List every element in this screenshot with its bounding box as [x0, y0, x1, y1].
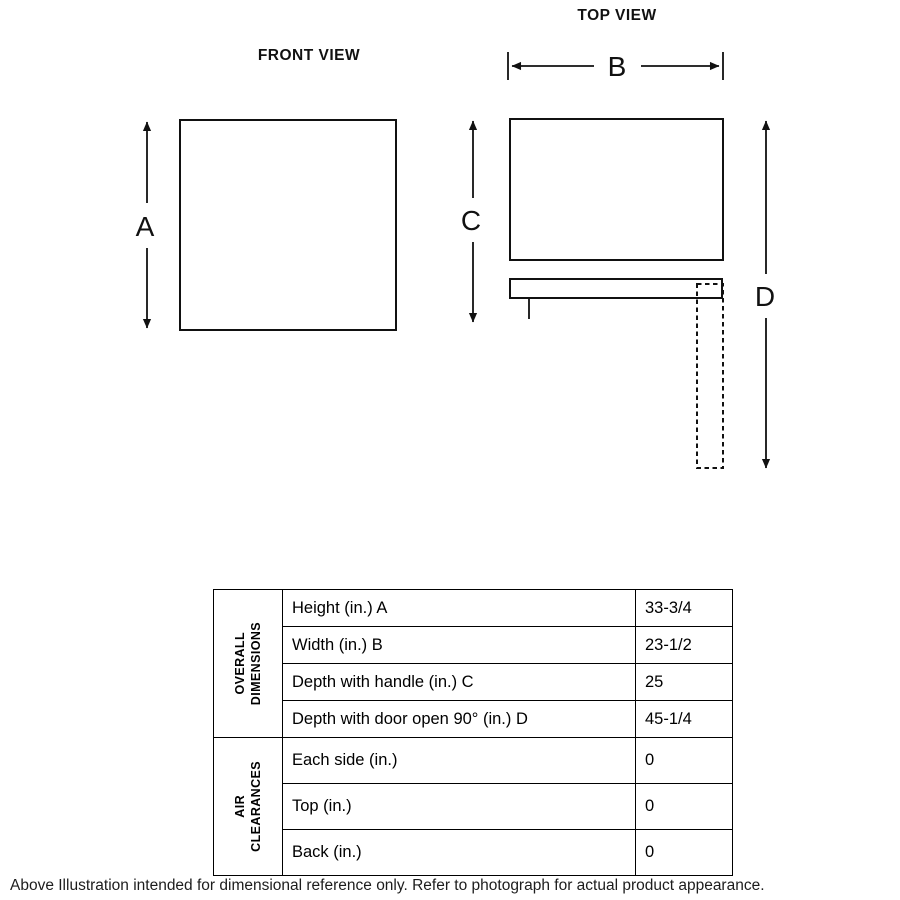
table-row: Depth with door open 90° (in.) D 45-1/4: [214, 700, 733, 738]
dim-label-c: C: [461, 205, 481, 236]
group-label-line: AIR: [233, 795, 248, 818]
top-view-cabinet-box: [509, 118, 724, 261]
top-view-door-box: [509, 278, 723, 299]
dim-label-a: A: [136, 211, 155, 242]
dim-label-b: B: [608, 51, 627, 82]
dimensions-table: OVERALL DIMENSIONS Height (in.) A 33-3/4…: [213, 589, 733, 876]
dim-arrow-a: A: [136, 121, 155, 329]
group-overall-dimensions: OVERALL DIMENSIONS: [213, 589, 283, 738]
group-label-line: CLEARANCES: [248, 761, 263, 852]
footnote: Above Illustration intended for dimensio…: [10, 877, 765, 894]
group-air-clearances: AIR CLEARANCES: [213, 737, 283, 876]
row-value: 45-1/4: [635, 700, 733, 738]
dim-arrow-c: C: [461, 120, 481, 323]
row-label: Width (in.) B: [282, 626, 636, 664]
table-row: OVERALL DIMENSIONS Height (in.) A 33-3/4: [213, 589, 733, 738]
door-open-dashed-outline: [696, 283, 724, 469]
table-row: Back (in.) 0: [214, 829, 733, 876]
row-label: Each side (in.): [282, 737, 636, 784]
row-label: Back (in.): [282, 829, 636, 876]
dim-arrow-b: B: [507, 51, 724, 82]
dimension-diagram: FRONT VIEW A TOP VIEW B C D: [136, 7, 775, 469]
table-row: Depth with handle (in.) C 25: [214, 663, 733, 701]
dim-label-d: D: [755, 281, 775, 312]
row-label: Height (in.) A: [282, 589, 636, 627]
row-value: 0: [635, 783, 733, 830]
table-row: AIR CLEARANCES Each side (in.) 0: [213, 737, 733, 876]
row-value: 0: [635, 829, 733, 876]
row-value: 25: [635, 663, 733, 701]
row-value: 33-3/4: [635, 589, 733, 627]
group-label-line: DIMENSIONS: [248, 621, 263, 706]
table-row: Width (in.) B 23-1/2: [214, 626, 733, 664]
row-label: Top (in.): [282, 783, 636, 830]
group-label-line: OVERALL: [233, 632, 248, 695]
front-view-box: [179, 119, 397, 331]
row-label: Depth with door open 90° (in.) D: [282, 700, 636, 738]
dim-arrow-d: D: [755, 120, 775, 469]
row-value: 23-1/2: [635, 626, 733, 664]
top-view-title: TOP VIEW: [577, 7, 656, 24]
row-label: Depth with handle (in.) C: [282, 663, 636, 701]
table-row: Top (in.) 0: [214, 783, 733, 830]
row-value: 0: [635, 737, 733, 784]
front-view-title: FRONT VIEW: [258, 47, 360, 64]
